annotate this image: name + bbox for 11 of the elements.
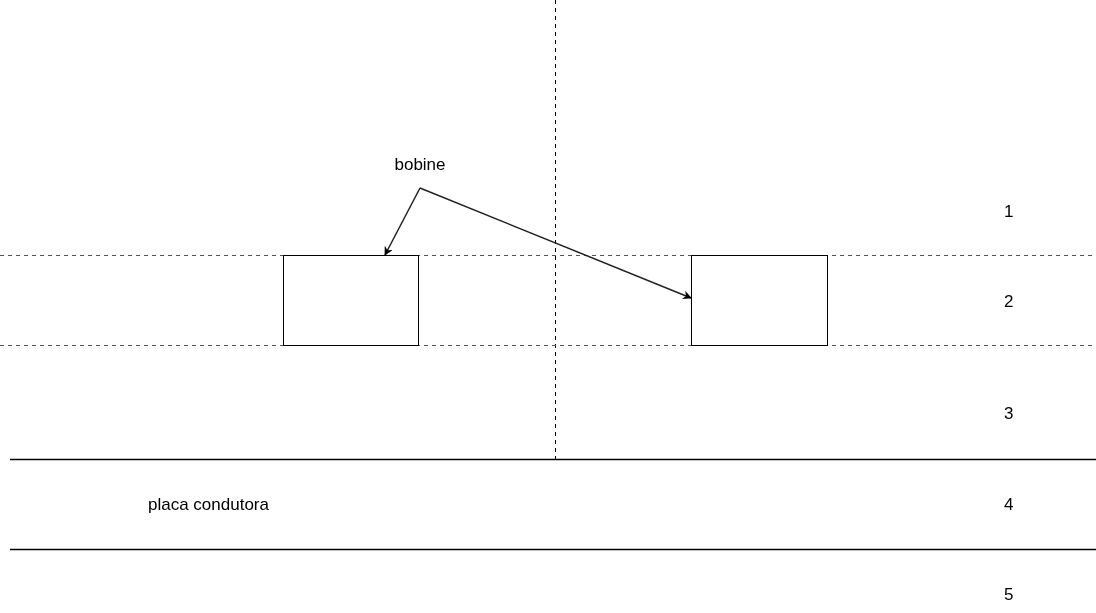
layer-number: 3 — [1004, 404, 1014, 424]
callout-text: bobine — [393, 154, 447, 176]
layer-number: 4 — [1004, 495, 1014, 515]
layer-number: 1 — [1004, 202, 1014, 222]
layer-number: 5 — [1004, 585, 1014, 605]
layer-label: placa condutora — [148, 495, 269, 515]
arrow — [419, 187, 692, 300]
arrow — [384, 187, 421, 256]
coil-box — [691, 255, 828, 346]
layer-number: 2 — [1004, 292, 1014, 312]
coil-box — [283, 255, 419, 346]
